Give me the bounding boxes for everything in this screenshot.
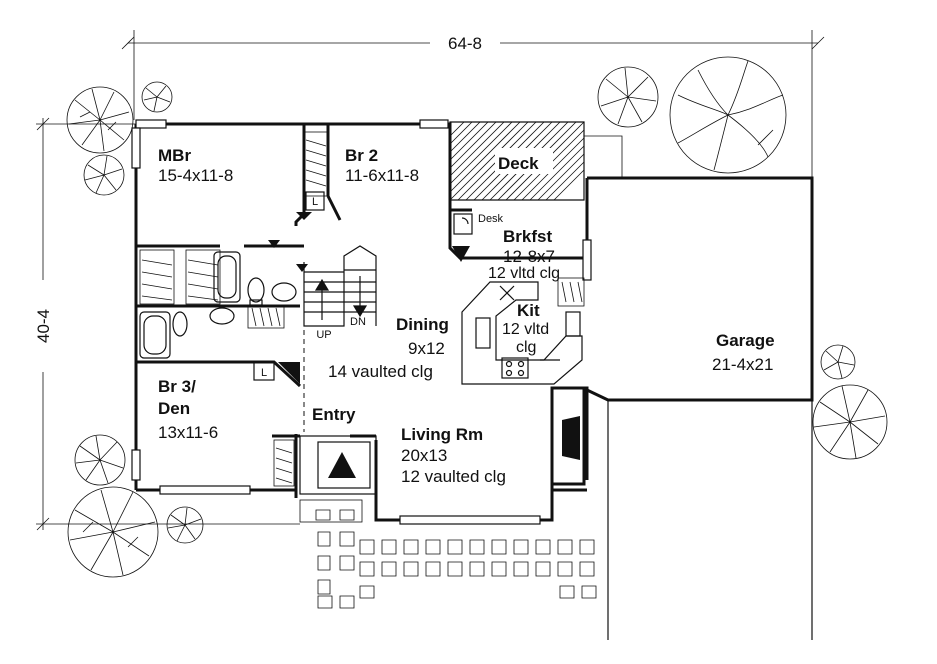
fireplace	[550, 386, 586, 486]
kitchen-name: Kit	[517, 301, 540, 320]
desk	[453, 213, 473, 235]
kitchen-ceiling-2: clg	[516, 339, 536, 356]
bedroom-3-name: Br 3/	[158, 377, 196, 396]
exterior-walls	[134, 122, 814, 640]
stairs-up-label: UP	[316, 329, 331, 341]
bedroom-2-name: Br 2	[345, 146, 378, 165]
garage-size: 21-4x21	[712, 355, 773, 374]
bedroom-3-name-2: Den	[158, 399, 190, 418]
tree-icon	[83, 154, 125, 196]
breakfast-name: Brkfst	[503, 227, 552, 246]
depth-dimension-label: 40-4	[34, 309, 53, 343]
desk-label: Desk	[478, 213, 504, 225]
kitchen-ceiling-1: 12 vltd	[502, 321, 549, 338]
linen-closets	[253, 191, 325, 381]
windows	[131, 119, 592, 525]
master-bedroom-name: MBr	[158, 146, 191, 165]
master-bedroom-size: 15-4x11-8	[158, 166, 233, 185]
entry-name: Entry	[312, 405, 356, 424]
dining-ceiling: 14 vaulted clg	[328, 362, 433, 381]
tree-icon	[141, 81, 173, 113]
width-dimension-label: 64-8	[448, 34, 482, 53]
linen-label-2: L	[261, 367, 267, 379]
kitchen-counters	[461, 281, 583, 385]
tree-icon	[166, 506, 204, 544]
tree-icon	[597, 66, 659, 128]
tree-icon	[669, 56, 787, 174]
bathroom-fixtures	[139, 251, 297, 359]
breakfast-ceiling: 12 vltd clg	[488, 265, 560, 282]
entry-vestibule	[299, 435, 377, 495]
breakfast-size: 12-8x7	[503, 247, 555, 266]
living-room-size: 20x13	[401, 446, 447, 465]
living-room-ceiling: 12 vaulted clg	[401, 467, 506, 486]
stairs	[303, 245, 377, 327]
tree-icon	[74, 434, 126, 486]
deck-name: Deck	[498, 154, 539, 173]
tree-symbols	[66, 56, 888, 578]
hall-corners	[268, 212, 470, 384]
garage-name: Garage	[716, 331, 775, 350]
tree-icon	[812, 384, 888, 460]
linen-label-1: L	[312, 196, 318, 208]
tree-icon	[66, 86, 134, 154]
depth-dimension-line	[36, 117, 300, 531]
living-room-name: Living Rm	[401, 425, 483, 444]
dining-size: 9x12	[408, 339, 445, 358]
tree-icon	[67, 486, 159, 578]
stairs-down-label: DN	[350, 316, 366, 328]
bedroom-3-size: 13x11-6	[158, 423, 218, 442]
dining-name: Dining	[396, 315, 449, 334]
bedroom-2-size: 11-6x11-8	[345, 166, 419, 185]
width-dimension-line	[121, 30, 825, 178]
tree-icon	[820, 344, 856, 380]
closets	[139, 131, 585, 487]
walkway	[299, 499, 597, 609]
